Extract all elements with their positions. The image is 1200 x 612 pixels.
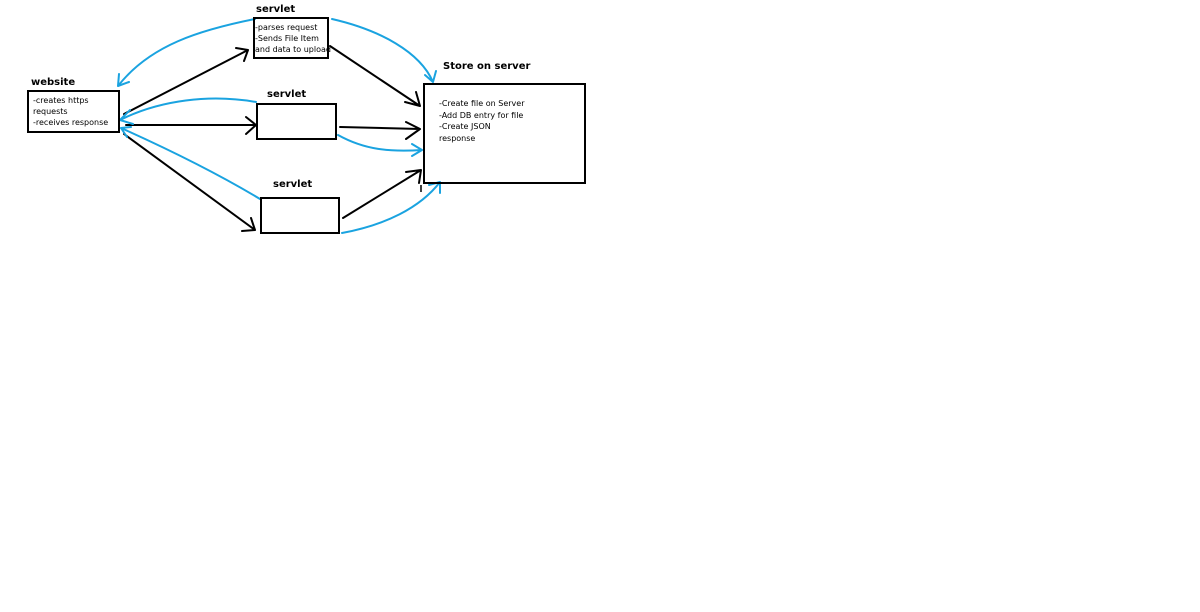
servlet-middle-title: servlet	[267, 89, 307, 100]
response-servlet-bottom-to-website	[120, 126, 261, 200]
store-line-1: -Create file on Server	[439, 99, 525, 108]
servlet-top-box	[253, 17, 329, 59]
store-title: Store on server	[443, 61, 531, 72]
store-line-4: response	[439, 134, 476, 143]
arrow-servlet-top-to-store	[329, 45, 421, 107]
servlet-top-line-3: and data to upload	[255, 45, 331, 54]
arrow-servlet-middle-to-store	[339, 121, 421, 140]
store-line-2: -Add DB entry for file	[439, 111, 524, 120]
servlet-top-title: servlet	[256, 4, 296, 15]
response-store-to-servlet-top	[331, 18, 437, 83]
arrow-website-to-servlet-top	[123, 47, 249, 115]
website-line-3: -receives response	[33, 118, 109, 127]
website-line-1: -creates https	[33, 96, 89, 105]
website-title: website	[31, 77, 76, 88]
arrow-servlet-bottom-to-store	[342, 169, 422, 219]
store-box	[423, 83, 586, 184]
response-arrows	[117, 18, 441, 234]
response-servlet-middle-to-website	[119, 97, 257, 125]
servlet-middle-box	[256, 103, 337, 140]
request-arrows	[123, 45, 422, 232]
response-store-to-servlet-middle	[337, 134, 423, 157]
response-store-to-servlet-bottom	[341, 181, 441, 234]
servlet-bottom-title: servlet	[273, 179, 313, 190]
arrow-website-to-servlet-middle	[125, 116, 257, 135]
servlet-top-line-2: -Sends File Item	[255, 34, 319, 43]
servlet-top-line-1: -parses request	[255, 23, 318, 32]
website-line-2: requests	[33, 107, 68, 116]
response-servlet-top-to-website	[117, 18, 256, 87]
servlet-bottom-box	[260, 197, 340, 234]
arrow-website-to-servlet-bottom	[123, 133, 256, 232]
website-box	[27, 90, 120, 133]
store-line-3: -Create JSON	[439, 122, 491, 131]
